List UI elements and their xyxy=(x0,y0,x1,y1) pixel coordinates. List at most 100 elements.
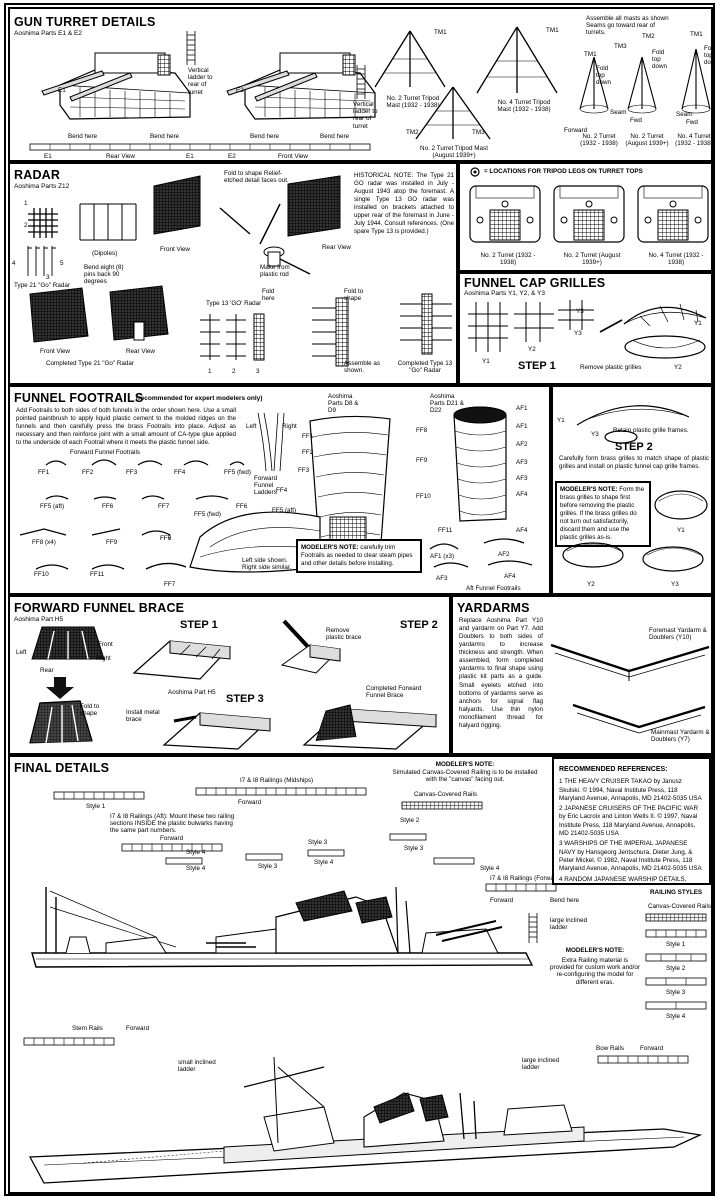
bend-eight-label: Bend eight (8) pins back 90 degrees xyxy=(84,264,124,286)
brace-part-h5: Aoshima Part H5 xyxy=(168,689,216,696)
brace-fold: Fold to shape xyxy=(80,703,100,718)
brace-title: FORWARD FUNNEL BRACE xyxy=(14,601,185,615)
bend-label-1: Bend here xyxy=(68,133,98,140)
dipole-pins xyxy=(27,246,56,276)
historical-note: HISTORICAL NOTE: The Type 21 GO radar wa… xyxy=(354,172,454,236)
foremast-yardarm-drawing xyxy=(550,643,710,681)
installed-y1: Y1 xyxy=(677,527,685,534)
references-box: RECOMMENDED REFERENCES: 1 THE HEAVY CRUI… xyxy=(552,757,711,885)
formed-label-y1: Y1 xyxy=(694,320,702,327)
final-note2-text: Extra Railing material is provided for c… xyxy=(550,957,640,986)
ffn-6: FF6 xyxy=(236,503,248,510)
grille-label-y2: Y2 xyxy=(528,346,536,353)
bow-rail xyxy=(597,1055,689,1064)
rs-style4-rail xyxy=(645,1001,707,1010)
brace-remove: Remove plastic brace xyxy=(326,627,362,642)
ladder-icon xyxy=(528,913,538,943)
ship-oblique-view xyxy=(28,1056,703,1184)
rail-aft xyxy=(121,843,223,852)
af4c-label: AF4 xyxy=(504,573,516,580)
small-ladder-label: small inclined ladder xyxy=(178,1059,216,1074)
i7-midships-label: I7 & I8 Railings (Midships) xyxy=(240,777,314,784)
fold-top-2: Fold top down xyxy=(652,49,668,71)
ship-side-view xyxy=(31,886,534,968)
bend-label-3: Bend here xyxy=(250,133,280,140)
rail-style4-b xyxy=(307,849,345,857)
ladder-icon xyxy=(356,65,366,99)
ff3-label: FF3 xyxy=(126,469,138,476)
ffn-2: FF2 xyxy=(302,449,314,456)
tripod-locations-label: = LOCATIONS FOR TRIPOD LEGS ON TURRET TO… xyxy=(484,168,643,175)
tripod-mast-no4-1932 xyxy=(476,26,558,94)
ffn-1: FF1 xyxy=(302,433,314,440)
strip-rear-view: Rear View xyxy=(106,153,135,160)
i7-aft-label: I7 & I8 Railings (Aft): Mount these two … xyxy=(110,813,235,835)
rail-style4-c xyxy=(433,857,475,865)
ladder-icon xyxy=(186,31,196,65)
mast-no2-1939-label: No. 2 Turret Tripod Mast (August 1939+) xyxy=(420,145,488,160)
large-ladder-2: large inclined ladder xyxy=(522,1057,560,1072)
stern-rail xyxy=(23,1037,115,1046)
rail-midships xyxy=(195,787,367,796)
final-note2-title: MODELER'S NOTE: xyxy=(565,947,625,954)
railing-styles-title: RAILING STYLES xyxy=(650,889,703,896)
canvas-rail xyxy=(401,801,483,810)
ffn-11: FF11 xyxy=(438,527,453,534)
forward-label-2: Forward xyxy=(160,835,184,842)
style2-label: Style 2 xyxy=(400,817,420,824)
mast-no2-1932-label: No. 2 Turret Tripod Mast (1932 - 1938) xyxy=(386,95,440,110)
turret-top-no4-1932: No. 4 Turret (1932 - 1938) xyxy=(648,252,704,267)
type13-n2: 2 xyxy=(232,368,236,375)
ff6b-label: FF6 xyxy=(160,535,172,542)
ff6-label: FF6 xyxy=(102,503,114,510)
final-details-title: FINAL DETAILS xyxy=(14,761,110,775)
style4-label: Style 4 xyxy=(186,849,206,856)
grille-label-y3: Y3 xyxy=(574,330,582,337)
tm3b-label: TM3 xyxy=(614,43,627,50)
reference-item: 2 JAPANESE CRUISERS OF THE PACIFIC WAR b… xyxy=(559,805,699,838)
ffn-8: FF8 xyxy=(416,427,428,434)
fold-top-3: Fold top down xyxy=(704,45,713,67)
radar-n2: 2 xyxy=(24,222,28,229)
grille-y3-part xyxy=(599,319,623,333)
brace-completed: Completed Forward Funnel Brace xyxy=(366,685,422,700)
grille-formed-y1 xyxy=(623,303,707,327)
forward-label-1: Forward xyxy=(238,799,262,806)
completed-type21-label: Completed Type 21 "Go" Radar xyxy=(46,360,135,367)
references-title: RECOMMENDED REFERENCES: xyxy=(559,766,668,773)
reference-item: 1 THE HEAVY CRUISER TAKAO by Janusz Skul… xyxy=(559,778,702,802)
ffn-3: FF3 xyxy=(298,467,310,474)
aft-footrails-label: Aft Funnel Footrails xyxy=(466,585,521,592)
funnel-cap-step2-section: Y1 Y3 STEP 2 Carefully form brass grille… xyxy=(551,385,713,595)
fold-shape-label: Fold to shape Relief-etched detail faces… xyxy=(224,170,289,185)
forward-label-4: Forward xyxy=(126,1025,150,1032)
brace-completed-drawing xyxy=(302,704,438,750)
rail-style4-a xyxy=(165,857,203,865)
front-view-2: Front View xyxy=(40,348,70,355)
grille-y3-step2 xyxy=(604,430,638,444)
ff10-label: FF10 xyxy=(34,571,49,578)
tm1d-label: TM1 xyxy=(690,31,703,38)
grille-y2-flat xyxy=(514,302,554,342)
rs-style4-label: Style 4 xyxy=(666,1013,686,1020)
footrails-note-title: MODELER'S NOTE: xyxy=(301,544,359,551)
funnel-cap-section: FUNNEL CAP GRILLES Aoshima Parts Y1, Y2,… xyxy=(458,272,713,385)
final-details-section: FINAL DETAILS MODELER'S NOTE: Simulated … xyxy=(8,755,713,1194)
tm3-label: TM3 xyxy=(472,129,485,136)
funnel-cap-step2: STEP 2 xyxy=(615,441,653,453)
funnel-cap-title: FUNNEL CAP GRILLES xyxy=(464,276,606,290)
footrails-modeler-note: MODELER'S NOTE: carefully trim Footrails… xyxy=(296,539,422,574)
ff4-label: FF4 xyxy=(174,469,186,476)
radar-parts: Aoshima Parts Z12 xyxy=(14,183,70,190)
rs-style2-label: Style 2 xyxy=(666,965,686,972)
assembled-masts-drawing xyxy=(579,48,711,114)
brace-rear: Rear xyxy=(40,667,54,674)
tripod-mast-no2-1939 xyxy=(415,86,491,140)
tripod-marker-icon xyxy=(470,167,480,177)
ffn-10: FF10 xyxy=(416,493,431,500)
turret-e1-drawing xyxy=(41,52,191,120)
funnel-cap-step1: STEP 1 xyxy=(518,360,556,372)
rs-style3-rail xyxy=(645,977,707,986)
turret-top-no2-1939: No. 2 Turret (August 1939+) xyxy=(563,252,621,267)
grille-y1-step2 xyxy=(576,405,690,426)
